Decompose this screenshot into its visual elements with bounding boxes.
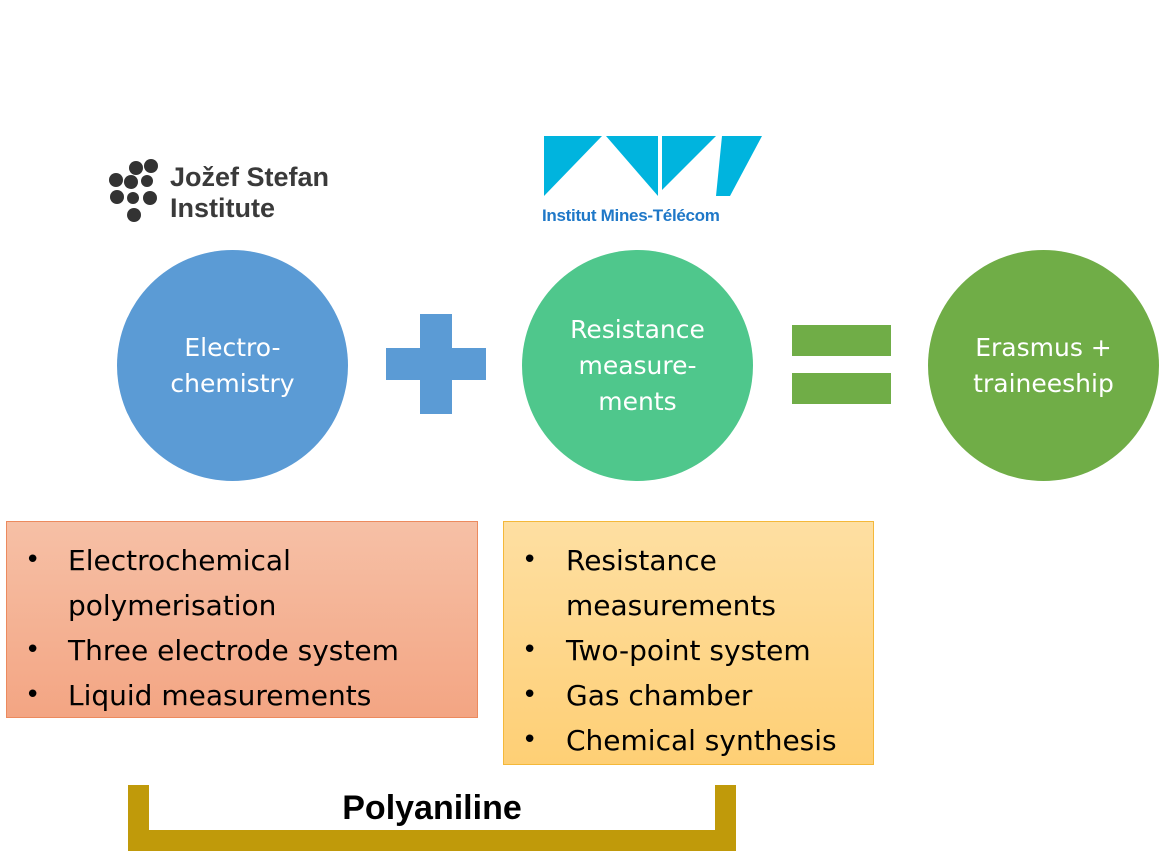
list-item-text: Liquid measurements <box>68 679 372 712</box>
imt-mark-icon <box>544 136 762 196</box>
list-item-text: Resistance measurements <box>566 544 776 622</box>
bullet-icon: • <box>25 545 41 575</box>
resistance-measurements-circle: Resistance measure- ments <box>522 250 753 481</box>
list-item: • Two-point system <box>504 628 863 673</box>
list-item-text: Two-point system <box>566 634 811 667</box>
polyaniline-label: Polyaniline <box>342 789 522 827</box>
resistance-details-box: • Resistance measurements • Two-point syst… <box>503 521 874 765</box>
list-item-text: Three electrode system <box>68 634 399 667</box>
electrochemistry-details-box: • Electrochemical polymerisation • Three e… <box>6 521 478 718</box>
electrochemistry-circle: Electro- chemistry <box>117 250 348 481</box>
erasmus-traineeship-circle: Erasmus + traineeship <box>928 250 1159 481</box>
bullet-icon: • <box>522 725 538 755</box>
resistance-details-list: • Resistance measurements • Two-point syst… <box>504 522 873 763</box>
institut-mines-telecom-logo: Institut Mines-Télécom <box>540 134 770 232</box>
bullet-icon: • <box>25 635 41 665</box>
electrochemistry-label: Electro- chemistry <box>170 332 295 398</box>
list-item: • Liquid measurements <box>7 673 467 718</box>
bullet-icon: • <box>522 680 538 710</box>
list-item-text: Electrochemical polymerisation <box>68 544 291 622</box>
polyaniline-bracket <box>128 785 736 851</box>
equals-icon <box>792 325 891 405</box>
list-item-text: Chemical synthesis <box>566 724 837 757</box>
bullet-icon: • <box>522 545 538 575</box>
erasmus-traineeship-label: Erasmus + traineeship <box>973 332 1114 398</box>
plus-icon <box>386 314 486 414</box>
jozef-stefan-institute-logo: Jožef Stefan Institute <box>106 158 356 228</box>
jsi-logo-text: Jožef Stefan Institute <box>170 162 329 224</box>
list-item: • Chemical synthesis <box>504 718 863 763</box>
electrochemistry-details-list: • Electrochemical polymerisation • Three e… <box>7 522 477 718</box>
list-item: • Electrochemical polymerisation <box>7 538 467 628</box>
jsi-dots-icon <box>109 159 158 222</box>
bullet-icon: • <box>522 635 538 665</box>
list-item-text: Gas chamber <box>566 679 753 712</box>
list-item: • Resistance measurements <box>504 538 863 628</box>
bullet-icon: • <box>25 680 41 710</box>
jsi-logo-line1: Jožef Stefan <box>170 162 330 192</box>
list-item: • Three electrode system <box>7 628 467 673</box>
resistance-measurements-label: Resistance measure- ments <box>570 314 705 416</box>
list-item: • Gas chamber <box>504 673 863 718</box>
jsi-logo-line2: Institute <box>170 193 275 223</box>
imt-logo-text: Institut Mines-Télécom <box>542 206 720 225</box>
